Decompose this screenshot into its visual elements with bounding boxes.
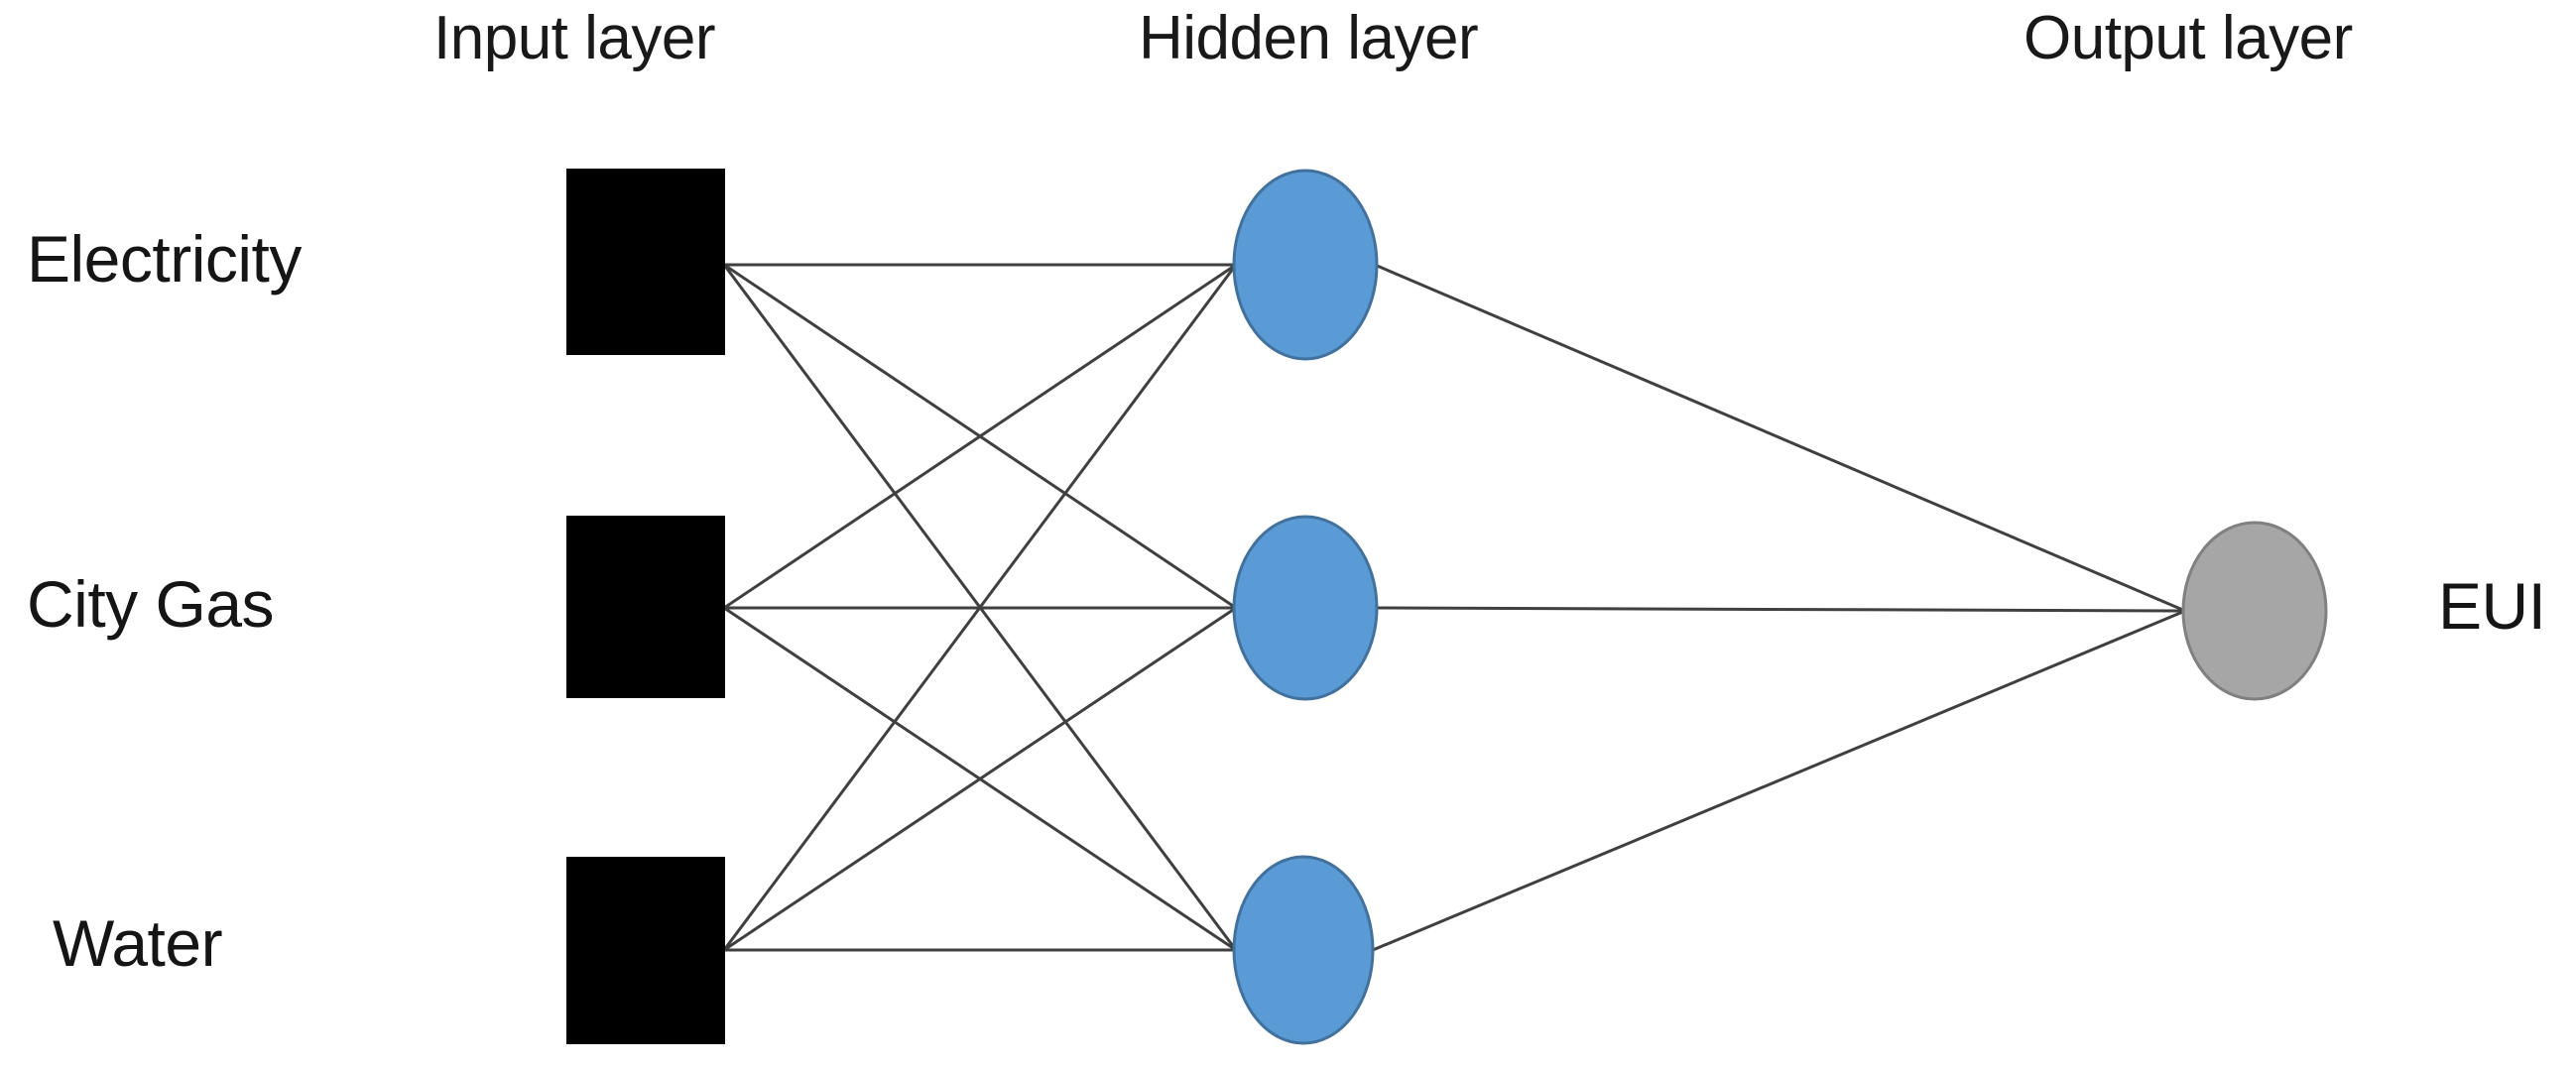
edge-water-to-hidden-2 xyxy=(723,606,1237,952)
input-node-city-gas[interactable] xyxy=(566,516,725,698)
input-node-group xyxy=(566,169,725,1044)
layer-title-hidden: Hidden layer xyxy=(1139,4,1479,72)
edge-hidden-2-to-output xyxy=(1374,606,2186,613)
input-node-water[interactable] xyxy=(566,857,725,1044)
hidden-node-3[interactable] xyxy=(1232,855,1375,1045)
output-node-group xyxy=(2181,521,2328,701)
hidden-node-group xyxy=(1232,169,1379,1045)
hidden-node-1[interactable] xyxy=(1232,169,1379,361)
edge-water-to-hidden-1 xyxy=(722,264,1238,951)
edge-hidden-1-to-output xyxy=(1374,263,2186,613)
input-label-city-gas: City Gas xyxy=(27,567,275,641)
input-label-water: Water xyxy=(53,906,223,980)
hidden-node-2[interactable] xyxy=(1232,515,1379,701)
input-label-electricity: Electricity xyxy=(27,222,302,296)
output-label-eui: EUI xyxy=(2438,569,2546,643)
layer-title-input: Input layer xyxy=(433,4,716,72)
input-node-electricity[interactable] xyxy=(566,169,725,355)
layer-title-output: Output layer xyxy=(2024,4,2353,72)
edge-group-hidden-to-output xyxy=(1372,263,2186,952)
edge-hidden-3-to-output xyxy=(1372,609,2186,952)
edge-group-input-to-hidden xyxy=(722,263,1238,952)
edge-citygas-to-hidden-1 xyxy=(723,263,1237,610)
output-node-eui[interactable] xyxy=(2181,521,2328,701)
